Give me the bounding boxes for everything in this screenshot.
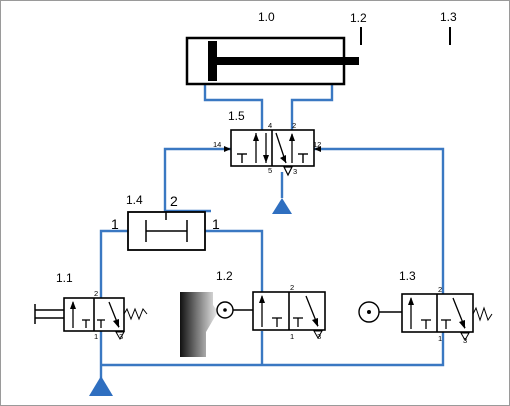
port-2-label: 2 <box>292 121 296 130</box>
port-14-label: 14 <box>213 140 221 149</box>
valve-1-1-port-1: 1 <box>94 332 98 341</box>
main-valve-arrowhead-diag <box>280 155 286 163</box>
main-valve-exhaust-3 <box>283 166 293 177</box>
port-5-label: 5 <box>268 166 272 175</box>
line-cyl-left-to-port4 <box>203 84 264 130</box>
valve-1-3-roller-axle <box>367 310 371 314</box>
cylinder-1-0: 1.0 <box>185 10 359 86</box>
valve-1-1: 1.1 2 1 3 <box>34 271 148 341</box>
valve-1-1-port-3: 3 <box>119 332 123 341</box>
cylinder-piston <box>208 41 217 81</box>
valve-1-2-arrowhead <box>259 295 265 303</box>
valve-1-2-arrowhead2 <box>312 318 318 327</box>
valve-1-3-port-2: 2 <box>438 285 442 294</box>
line-pilot-12 <box>314 147 445 298</box>
main-valve-arrowhead-down <box>263 155 269 163</box>
valve-1-2-port-3: 3 <box>317 332 321 341</box>
line-pilot-14 <box>163 147 231 213</box>
main-valve-arrowhead-up <box>253 133 259 141</box>
valve-1-3-exhaust <box>460 332 470 342</box>
roller-axle <box>223 308 227 312</box>
shuttle-port-right-label: 1 <box>212 216 220 232</box>
limit-positions: 1.2 1.3 <box>350 10 457 45</box>
main-valve-label: 1.5 <box>228 109 245 123</box>
cam-actuator-icon <box>180 292 218 357</box>
main-valve-arrowhead-up-2 <box>289 133 295 141</box>
air-lines <box>99 84 445 382</box>
port-12-label: 12 <box>313 140 321 149</box>
pilot-12-arrow <box>314 146 321 152</box>
main-valve-1-5: 1.5 14 12 4 2 5 3 <box>213 109 321 177</box>
line-supply-rail <box>101 331 445 367</box>
line-shuttle-left-in <box>99 229 128 298</box>
limit-label-1-2: 1.2 <box>350 11 367 25</box>
cylinder-label: 1.0 <box>258 10 275 24</box>
port-4-label: 4 <box>268 121 272 130</box>
line-cyl-right-to-port2 <box>290 84 334 130</box>
valve-1-1-port-2: 2 <box>94 289 98 298</box>
valve-1-3: 1.3 2 1 3 <box>358 269 493 345</box>
return-spring-icon <box>123 307 148 321</box>
valve-1-2-port-2: 2 <box>290 283 294 292</box>
valve-1-1-label: 1.1 <box>56 271 73 285</box>
valve-1-3-spring-icon <box>472 306 493 322</box>
shuttle-port-center-label: 2 <box>170 193 178 209</box>
valve-1-2-port-1: 1 <box>290 332 294 341</box>
valve-1-1-exhaust <box>115 331 125 341</box>
pilot-14-arrow <box>224 146 231 152</box>
valve-1-2: 1.2 2 1 3 <box>180 269 326 357</box>
valve-1-3-label: 1.3 <box>399 269 416 283</box>
limit-label-1-3: 1.3 <box>440 10 457 24</box>
shuttle-valve-1-4: 1.4 2 1 1 <box>111 193 220 251</box>
valve-1-3-port-3: 3 <box>463 336 467 345</box>
line-shuttle-right-in <box>205 229 264 298</box>
valve-1-3-port-1: 1 <box>438 334 442 343</box>
valve-1-3-arrowhead <box>408 297 414 305</box>
valve-1-1-arrowhead2 <box>113 319 119 328</box>
port-3-label: 3 <box>293 167 297 176</box>
valve-1-3-arrowhead2 <box>459 320 465 329</box>
cylinder-rod <box>217 57 359 65</box>
valve-1-1-arrowhead <box>70 301 76 309</box>
valve-1-2-exhaust <box>313 330 323 340</box>
shuttle-label: 1.4 <box>126 193 143 207</box>
pressure-source-triangle-icon <box>89 376 113 396</box>
shuttle-port-left-label: 1 <box>111 216 119 232</box>
valve-1-2-label: 1.2 <box>216 269 233 283</box>
pressure-source-main-icon <box>272 198 292 214</box>
